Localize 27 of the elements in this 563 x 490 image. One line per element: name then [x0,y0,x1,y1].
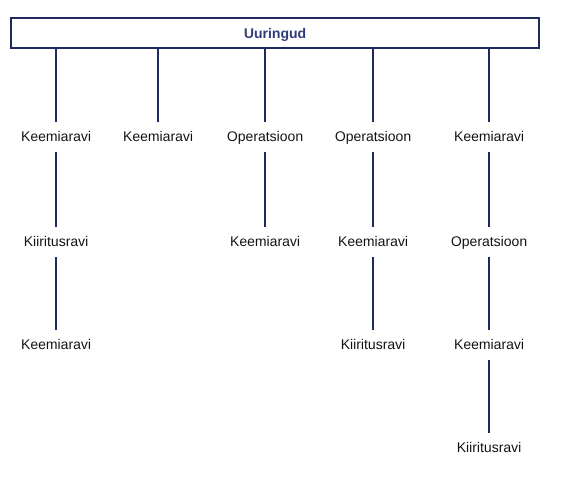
treatment-label: Keemiaravi [230,227,300,257]
connector-line [372,257,374,330]
connector-line [488,360,490,433]
treatment-label: Operatsioon [334,122,412,152]
connector-line [157,49,159,122]
treatment-label: Keemiaravi [122,122,194,152]
treatment-label: Keemiaravi [20,122,92,152]
connector-line [55,49,57,122]
treatment-label: Keemiaravi [20,330,92,360]
connector-line [488,152,490,227]
treatment-label: Keemiaravi [338,227,408,257]
treatment-label: Operatsioon [226,122,304,152]
connector-line [264,49,266,122]
treatment-label: Kiiritusravi [24,227,88,257]
connector-line [264,152,266,227]
treatment-label: Kiiritusravi [340,330,406,360]
connector-line [372,49,374,122]
header-box: Uuringud [10,17,540,49]
treatment-label: Operatsioon [450,227,528,257]
connector-line [55,257,57,330]
connector-line [488,257,490,330]
treatment-label: Kiiritusravi [456,433,522,463]
connector-line [372,152,374,227]
connector-line [488,49,490,122]
treatment-label: Keemiaravi [454,330,524,360]
treatment-label: Keemiaravi [454,122,524,152]
connector-line [55,152,57,227]
